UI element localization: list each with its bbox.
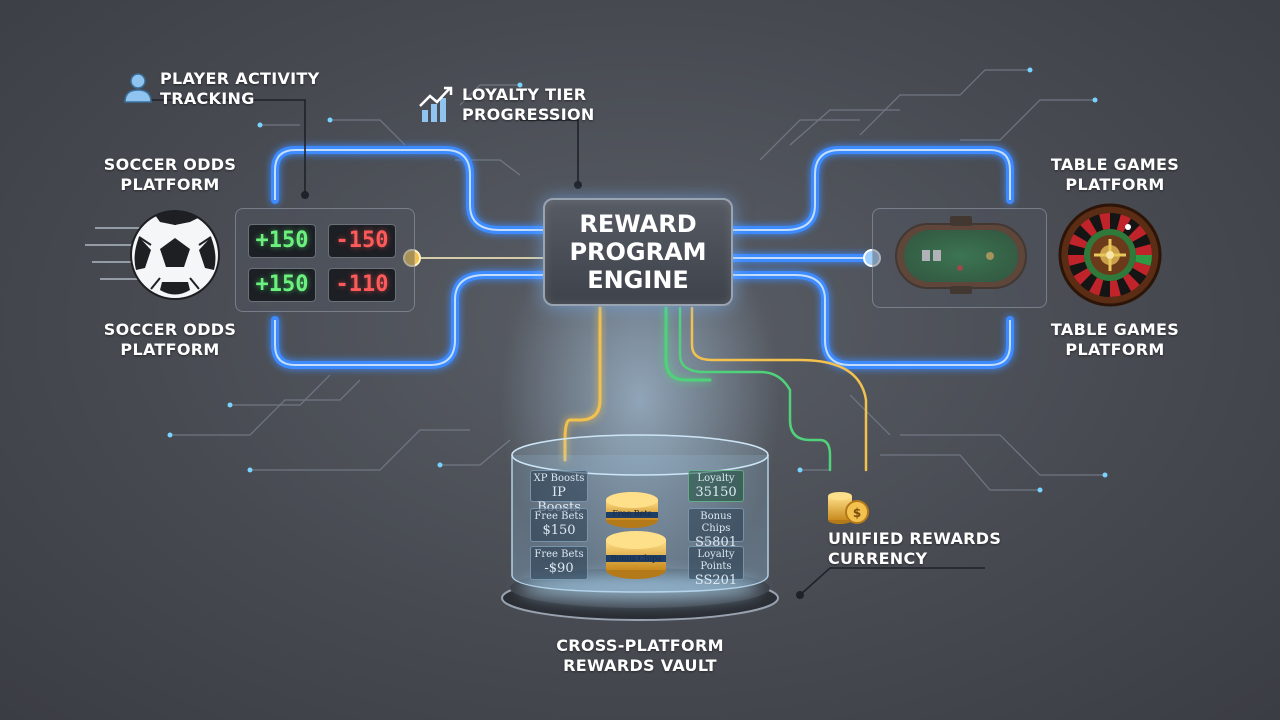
roulette-slice <box>1110 213 1121 230</box>
roulette-slice <box>1089 277 1104 296</box>
soccer-platform-label-top: SOCCER ODDS PLATFORM <box>103 155 237 194</box>
roulette-slice <box>1116 277 1131 296</box>
roulette-slice <box>1068 255 1085 266</box>
vault-reward-card: Free Bets$150 <box>530 508 588 542</box>
roulette-slice <box>1132 234 1151 249</box>
roulette-slice <box>1099 213 1110 230</box>
roulette-slice <box>1135 255 1152 266</box>
soccer-ball-icon <box>85 210 220 300</box>
table-games-label-bottom: TABLE GAMES PLATFORM <box>1050 320 1180 359</box>
table-games-panel <box>872 208 1047 308</box>
coins-currency-icon: $ <box>828 492 869 524</box>
vault-label: CROSS-PLATFORM REWARDS VAULT <box>556 636 724 675</box>
table-games-label-top: TABLE GAMES PLATFORM <box>1050 155 1180 194</box>
vault-reward-card: Free Bets-$90 <box>530 546 588 580</box>
vault-streams <box>563 305 868 563</box>
soccer-platform-label-bottom: SOCCER ODDS PLATFORM <box>103 320 237 359</box>
roulette-slice <box>1073 268 1092 285</box>
roulette-slice <box>1099 280 1110 297</box>
poker-table-icon <box>895 216 1027 294</box>
right-connector-node <box>863 249 881 267</box>
unified-currency-label: UNIFIED REWARDS CURRENCY <box>828 529 1002 568</box>
roulette-slice <box>1069 234 1088 249</box>
roulette-slice <box>1128 268 1147 285</box>
svg-text:$: $ <box>853 506 861 520</box>
roulette-slice <box>1069 261 1088 276</box>
odds-value: +150 <box>248 268 316 302</box>
circuit-dots <box>167 67 1108 493</box>
coin-stack-label: Free Bets <box>612 509 652 518</box>
user-icon <box>124 73 152 103</box>
roulette-slice <box>1123 273 1140 292</box>
odds-value: -110 <box>328 268 396 302</box>
engine-line: ENGINE <box>587 266 689 294</box>
roulette-slice <box>1128 225 1147 242</box>
roulette-slice <box>1080 218 1097 237</box>
roulette-slice <box>1068 244 1085 255</box>
circuit-traces <box>170 69 1105 491</box>
roulette-slice <box>1135 244 1152 255</box>
chart-up-icon <box>419 86 453 122</box>
roulette-slice <box>1089 214 1104 233</box>
engine-line: REWARD <box>579 210 697 238</box>
roulette-slice <box>1116 214 1131 233</box>
gold-connector <box>403 249 545 267</box>
roulette-wheel-icon <box>1058 203 1162 307</box>
roulette-slice <box>1123 218 1140 237</box>
roulette-slice <box>1080 273 1097 292</box>
reward-program-engine: REWARD PROGRAM ENGINE <box>543 198 733 306</box>
roulette-slice <box>1073 225 1092 242</box>
roulette-slice <box>1110 280 1121 297</box>
coin-stack-label: Bonus Chips <box>610 554 662 563</box>
odds-value: -150 <box>328 224 396 258</box>
loyalty-tier-label: LOYALTY TIER PROGRESSION <box>462 85 595 124</box>
player-activity-label: PLAYER ACTIVITY TRACKING <box>160 69 320 108</box>
roulette-slice <box>1132 261 1151 276</box>
callout-lines <box>135 99 985 596</box>
odds-value: +150 <box>248 224 316 258</box>
coin-stack-icon <box>606 492 666 579</box>
engine-line: PROGRAM <box>569 238 707 266</box>
